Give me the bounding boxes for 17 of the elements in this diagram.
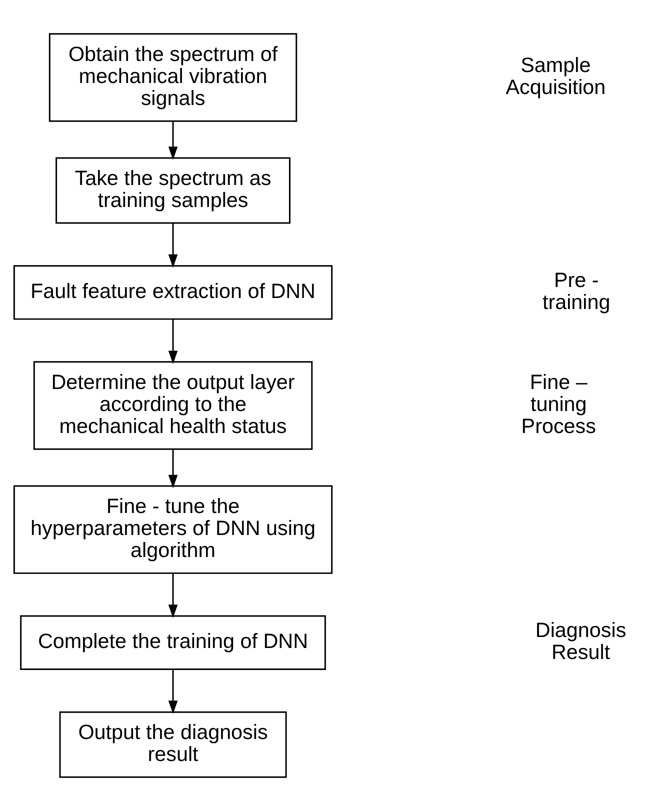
label: Fine – tuning Process (521, 370, 596, 438)
node-box: Output the diagnosis result (59, 710, 287, 778)
arrow (168, 120, 178, 160)
node-box: Fault feature extraction of DNN (13, 264, 333, 320)
label: Diagnosis Result (535, 618, 626, 664)
node-box: Take the spectrum as training samples (56, 156, 290, 224)
node-box: Determine the output layer according to the mechanical health status (33, 360, 313, 450)
arrow (168, 669, 178, 714)
arrow (168, 222, 178, 268)
arrow (168, 448, 178, 488)
label: Sample Acquisition (506, 53, 606, 99)
node-box: Fine - tune the hyperparameters of DNN using algorithm (13, 484, 333, 574)
label: Pre - training (542, 268, 610, 314)
arrow (168, 318, 178, 364)
node-box: Complete the training of DNN (20, 614, 326, 670)
node-box: Obtain the spectrum of mechanical vibration signals (48, 32, 298, 122)
arrow (168, 572, 178, 618)
